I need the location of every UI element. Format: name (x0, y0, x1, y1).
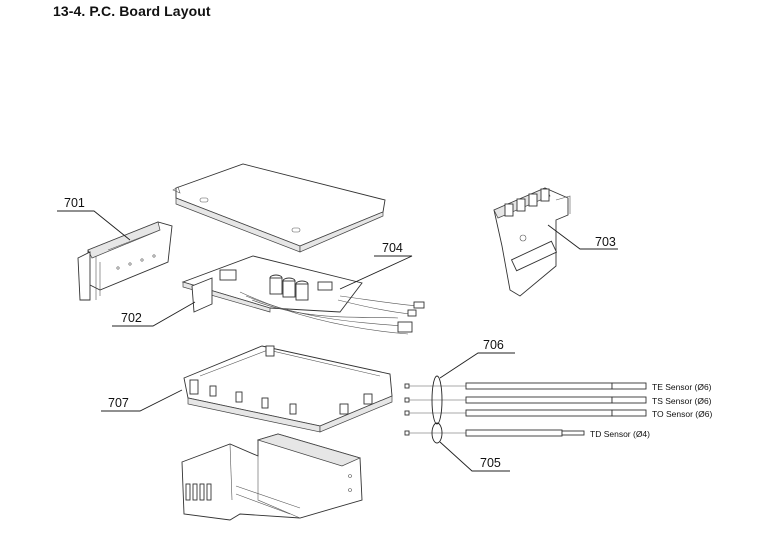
sensor-bundle (404, 375, 647, 444)
cover-plate (172, 163, 386, 253)
leader-lines (57, 210, 618, 472)
callout-704: 704 (382, 241, 403, 255)
callout-703: 703 (595, 235, 616, 249)
to-sensor-label: TO Sensor (Ø6) (652, 409, 712, 419)
callout-701: 701 (64, 196, 85, 210)
part-703-terminal-block (493, 187, 571, 297)
callout-706: 706 (483, 338, 504, 352)
ts-sensor-label: TS Sensor (Ø6) (652, 396, 712, 406)
part-704-pc-board (181, 255, 425, 335)
callout-707: 707 (108, 396, 129, 410)
page-title: 13-4. P.C. Board Layout (53, 3, 211, 19)
part-701-rail (77, 221, 173, 301)
te-sensor-label: TE Sensor (Ø6) (652, 382, 712, 392)
callout-705: 705 (480, 456, 501, 470)
td-sensor-label: TD Sensor (Ø4) (590, 429, 650, 439)
callout-702: 702 (121, 311, 142, 325)
part-707-frame (183, 345, 393, 433)
lower-box-bracket (181, 433, 363, 521)
